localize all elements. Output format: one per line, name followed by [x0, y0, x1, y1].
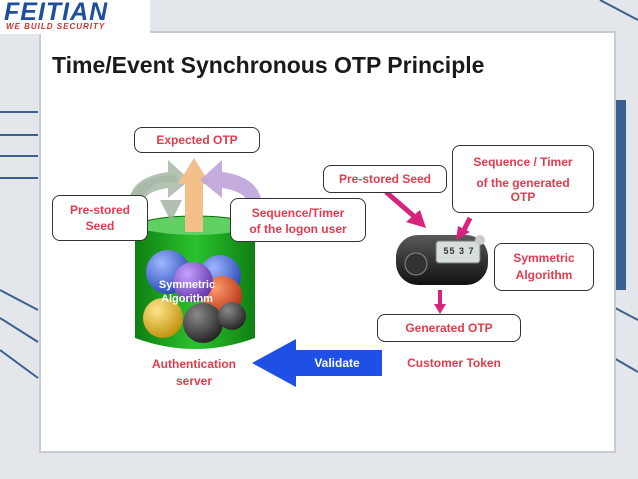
server-sequence-line2: of the logon user	[249, 222, 347, 236]
brand-logo: FEITIAN WE BUILD SECURITY	[0, 0, 150, 34]
token-device-icon	[396, 235, 488, 285]
server-seed-label: Pre-stored Seed	[52, 195, 148, 241]
token-display: 55 3 7	[443, 246, 475, 256]
server-algorithm-label: Symmetric Algorithm	[158, 279, 216, 305]
token-sequence-label: Sequence / Timer of the generated OTP	[452, 145, 594, 213]
token-sequence-line2: of the generated OTP	[476, 176, 570, 204]
customer-token-caption: Customer Token	[407, 356, 501, 370]
server-sequence-label: Sequence/Timer of the logon user	[230, 198, 366, 242]
server-sequence-line1: Sequence/Timer	[251, 206, 345, 220]
validate-arrow	[252, 339, 382, 387]
token-seed-label: Pre-stored Seed	[323, 165, 447, 193]
pink-arrow-icon	[384, 190, 473, 314]
authentication-server-caption: Authentication server	[152, 357, 236, 388]
brand-tagline: WE BUILD SECURITY	[6, 22, 106, 31]
validate-label: Validate	[314, 356, 360, 370]
green-jar-container	[134, 215, 256, 349]
token-algorithm-label: Symmetric Algorithm	[494, 243, 594, 291]
brand-name: FEITIAN	[4, 0, 109, 26]
slide-title: Time/Event Synchronous OTP Principle	[52, 52, 485, 78]
generated-otp-label: Generated OTP	[377, 314, 521, 342]
expected-otp-label: Expected OTP	[134, 127, 260, 153]
token-sequence-line1: Sequence / Timer	[473, 155, 573, 169]
